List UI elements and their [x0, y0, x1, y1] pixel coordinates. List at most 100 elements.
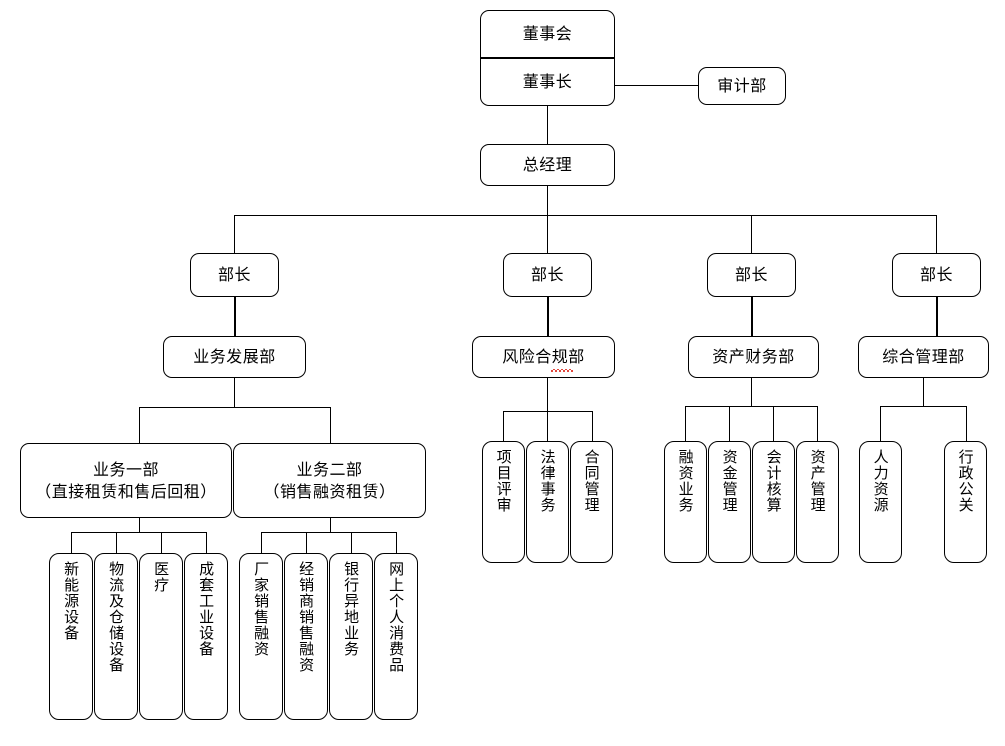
- leaf-asset-0[interactable]: 融资业务: [664, 441, 707, 563]
- node-biz-unit-1-title: 业务一部: [92, 459, 159, 479]
- node-head-3-label: 部长: [734, 265, 768, 285]
- leaf-bizunit1-1-label: 物流及仓储设备: [107, 561, 126, 673]
- bus-bizunit2-leaves: [261, 532, 396, 533]
- node-general-manager-label: 总经理: [522, 155, 573, 175]
- leaf-risk-0-label: 项目评审: [494, 449, 513, 513]
- bus-risk-leaves: [503, 411, 593, 412]
- node-board[interactable]: 董事会: [480, 10, 615, 58]
- node-dept-admin-label: 综合管理部: [882, 347, 965, 367]
- leaf-asset-1[interactable]: 资金管理: [708, 441, 751, 563]
- leaf-bizunit2-2[interactable]: 银行异地业务: [329, 553, 373, 720]
- link-risk-leaf-1: [503, 411, 504, 441]
- node-biz-unit-1-subtitle: （直接租赁和售后回租）: [35, 481, 217, 501]
- leaf-admin-1[interactable]: 行政公关: [944, 441, 987, 563]
- link-bus-head2: [547, 215, 548, 253]
- link-bizdept-drop: [234, 378, 235, 407]
- leaf-bizunit1-3-label: 成套工业设备: [197, 561, 216, 657]
- link-bus-bizunit1: [139, 407, 140, 443]
- leaf-asset-3-label: 资产管理: [808, 449, 827, 513]
- leaf-asset-2-label: 会计核算: [764, 449, 783, 513]
- node-board-label: 董事会: [522, 24, 573, 44]
- link-asset-leaf-4: [817, 406, 818, 441]
- link-head2-dept: [547, 297, 549, 336]
- leaf-bizunit1-1[interactable]: 物流及仓储设备: [94, 553, 138, 720]
- node-dept-risk-label: 风险合规部: [502, 347, 585, 367]
- bus-business-units: [139, 407, 331, 408]
- node-dept-risk[interactable]: 风险合规部: [472, 336, 615, 378]
- leaf-bizunit2-3[interactable]: 网上个人消费品: [374, 553, 418, 720]
- node-dept-asset[interactable]: 资产财务部: [688, 336, 819, 378]
- link-asset-leaf-3: [773, 406, 774, 441]
- link-bizunit2-leaf-2: [306, 532, 307, 553]
- node-head-4[interactable]: 部长: [892, 253, 981, 297]
- leaf-bizunit1-2-label: 医疗: [152, 561, 171, 593]
- node-head-1[interactable]: 部长: [190, 253, 279, 297]
- bus-department-heads: [234, 215, 936, 216]
- link-bizunit2-leaf-3: [351, 532, 352, 553]
- node-head-3[interactable]: 部长: [707, 253, 796, 297]
- leaf-risk-1[interactable]: 法律事务: [526, 441, 569, 563]
- leaf-asset-0-label: 融资业务: [676, 449, 695, 513]
- node-audit-label: 审计部: [717, 76, 767, 96]
- leaf-bizunit2-0[interactable]: 厂家销售融资: [239, 553, 283, 720]
- leaf-admin-1-label: 行政公关: [956, 449, 975, 513]
- link-bus-head1: [234, 215, 235, 253]
- link-asset-leaf-2: [729, 406, 730, 441]
- link-bus-bizunit2: [330, 407, 331, 443]
- leaf-bizunit1-2[interactable]: 医疗: [139, 553, 183, 720]
- link-head3-dept: [751, 297, 753, 336]
- node-dept-business[interactable]: 业务发展部: [163, 336, 306, 378]
- leaf-asset-1-label: 资金管理: [720, 449, 739, 513]
- leaf-asset-3[interactable]: 资产管理: [796, 441, 839, 563]
- leaf-risk-2-label: 合同管理: [582, 449, 601, 513]
- leaf-admin-0[interactable]: 人力资源: [859, 441, 902, 563]
- link-bus-head4: [936, 215, 937, 253]
- link-bizunit2-leaf-4: [396, 532, 397, 553]
- node-head-1-label: 部长: [217, 265, 251, 285]
- node-dept-admin[interactable]: 综合管理部: [858, 336, 989, 378]
- link-bizunit2-drop: [330, 518, 331, 532]
- bus-asset-leaves: [685, 406, 817, 407]
- leaf-risk-0[interactable]: 项目评审: [482, 441, 525, 563]
- leaf-admin-0-label: 人力资源: [871, 449, 890, 513]
- leaf-risk-2[interactable]: 合同管理: [570, 441, 613, 563]
- leaf-bizunit1-0[interactable]: 新能源设备: [49, 553, 93, 720]
- node-general-manager[interactable]: 总经理: [480, 144, 615, 186]
- node-dept-asset-label: 资产财务部: [712, 347, 795, 367]
- link-admindept-drop: [923, 378, 924, 406]
- node-chairman[interactable]: 董事长: [480, 58, 615, 106]
- node-biz-unit-2-subtitle: （销售融资租赁）: [263, 481, 396, 501]
- leaf-bizunit2-3-label: 网上个人消费品: [387, 561, 406, 673]
- node-audit[interactable]: 审计部: [698, 67, 786, 105]
- link-riskdept-drop: [547, 378, 548, 411]
- leaf-bizunit1-3[interactable]: 成套工业设备: [184, 553, 228, 720]
- leaf-bizunit2-1[interactable]: 经销商销售融资: [284, 553, 328, 720]
- leaf-asset-2[interactable]: 会计核算: [752, 441, 795, 563]
- link-head1-dept: [234, 297, 236, 336]
- link-bizunit1-leaf-3: [161, 532, 162, 553]
- node-head-2[interactable]: 部长: [503, 253, 592, 297]
- link-bus-head3: [751, 215, 752, 253]
- link-risk-leaf-2: [547, 411, 548, 441]
- link-admin-leaf-2: [966, 406, 967, 441]
- link-chairman-gm: [547, 106, 548, 144]
- node-dept-business-label: 业务发展部: [193, 347, 276, 367]
- link-risk-leaf-3: [592, 411, 593, 441]
- link-bizunit1-leaf-2: [116, 532, 117, 553]
- node-biz-unit-1[interactable]: 业务一部 （直接租赁和售后回租）: [20, 443, 232, 518]
- node-chairman-label: 董事长: [522, 72, 573, 92]
- leaf-bizunit2-0-label: 厂家销售融资: [252, 561, 271, 657]
- node-biz-unit-2[interactable]: 业务二部 （销售融资租赁）: [233, 443, 426, 518]
- link-asset-leaf-1: [685, 406, 686, 441]
- node-biz-unit-2-title: 业务二部: [296, 459, 363, 479]
- leaf-bizunit1-0-label: 新能源设备: [62, 561, 81, 641]
- link-assetdept-drop: [751, 378, 752, 406]
- bus-admin-leaves: [880, 406, 966, 407]
- link-head4-dept: [936, 297, 938, 336]
- link-admin-leaf-1: [880, 406, 881, 441]
- leaf-bizunit2-1-label: 经销商销售融资: [297, 561, 316, 673]
- link-bizunit1-drop: [139, 518, 140, 532]
- leaf-bizunit2-2-label: 银行异地业务: [342, 561, 361, 657]
- link-gm-bus-drop: [547, 186, 548, 215]
